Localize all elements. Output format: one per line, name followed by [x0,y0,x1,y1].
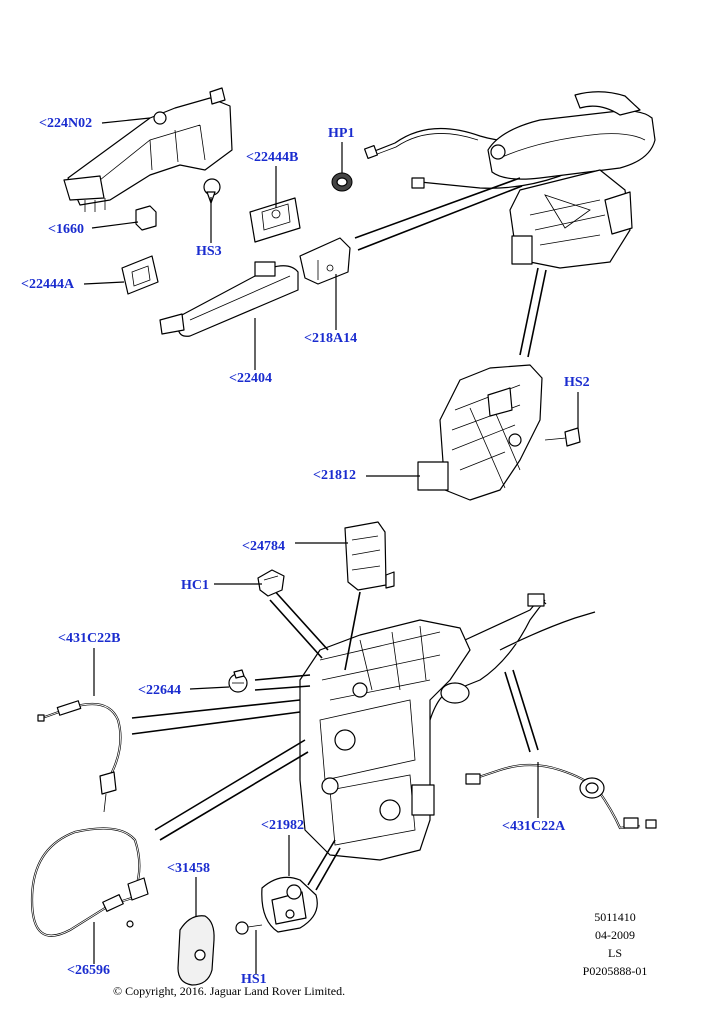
screw-hs1-part [235,921,263,935]
diagram-date: 04-2009 [595,928,635,942]
striker-21982-part [261,876,318,933]
clip-hc1-part [257,569,285,597]
callout-hs3[interactable]: HS3 [196,244,222,259]
callout-431c22a[interactable]: <431C22A [502,819,566,834]
callout-22644[interactable]: <22644 [138,683,181,698]
assy-line-22644-1 [254,674,311,681]
callout-22404[interactable]: <22404 [229,371,272,386]
gasket-22444b-part [249,197,301,243]
assy-line-22644-2 [254,685,311,691]
diagram-reference: P0205888-01 [582,964,648,978]
assy-line-26596-2 [159,751,309,841]
assy-line-431c22b-2 [131,711,301,735]
screw-hs2-part [544,427,581,447]
assy-line-handle-1 [354,177,521,239]
callout-22444b[interactable]: <22444B [246,150,299,165]
assy-line-hc1-2 [269,599,323,659]
callout-1660[interactable]: <1660 [48,222,84,237]
cap-218a14-part [299,237,351,285]
callout-26596[interactable]: <26596 [67,963,110,978]
assy-line-handle-2 [357,185,523,251]
plug-hp1-part [331,172,353,192]
callout-21982[interactable]: <21982 [261,818,304,833]
callout-431c22b[interactable]: <431C22B [58,631,121,646]
grommet-1660-part [135,205,157,231]
cable-26596-part [30,827,149,937]
assy-line-24784 [344,591,361,671]
callout-21812[interactable]: <21812 [313,468,356,483]
diagram-initials: LS [607,946,622,960]
callout-hs1[interactable]: HS1 [241,972,267,987]
assy-line-hc1-1 [271,587,329,651]
copyright-notice: © Copyright, 2016. Jaguar Land Rover Lim… [113,984,346,998]
assy-line-431c22a-2 [512,669,539,751]
handle-bracket-part [63,87,233,212]
assy-line-21982-2 [315,847,341,891]
callout-218a14[interactable]: <218A14 [304,331,358,346]
bolt-22644-part [228,669,248,693]
rear-door-assembly-bottom [299,593,596,861]
callout-hs2[interactable]: HS2 [564,375,590,390]
diagram-code: 5011410 [594,910,636,924]
assy-line-26596-1 [154,739,306,831]
callout-31458[interactable]: <31458 [167,861,210,876]
assy-line-21982-1 [307,839,336,886]
bracket-24784-part [344,521,395,591]
leader-lines [83,117,579,974]
callout-24784[interactable]: <24784 [242,539,285,554]
callout-hc1[interactable]: HC1 [181,578,209,593]
assy-line-431c22b-1 [131,699,301,719]
handle-22404-part [159,261,299,337]
pad-22444a-part [121,255,159,295]
cable-431c22b-part [37,700,122,813]
callout-hp1[interactable]: HP1 [328,126,355,141]
latch-21812-part [417,364,543,501]
assy-line-lock-1 [519,267,539,356]
front-door-assembly-top [363,91,656,269]
cable-431c22a-part [465,763,657,830]
screw-hs3-part [203,178,221,204]
callout-224n02[interactable]: <224N02 [39,116,93,131]
assy-line-431c22a-1 [504,671,531,753]
callout-22444a[interactable]: <22444A [21,277,75,292]
assy-line-lock-2 [527,269,547,358]
cover-31458-part [177,915,215,986]
